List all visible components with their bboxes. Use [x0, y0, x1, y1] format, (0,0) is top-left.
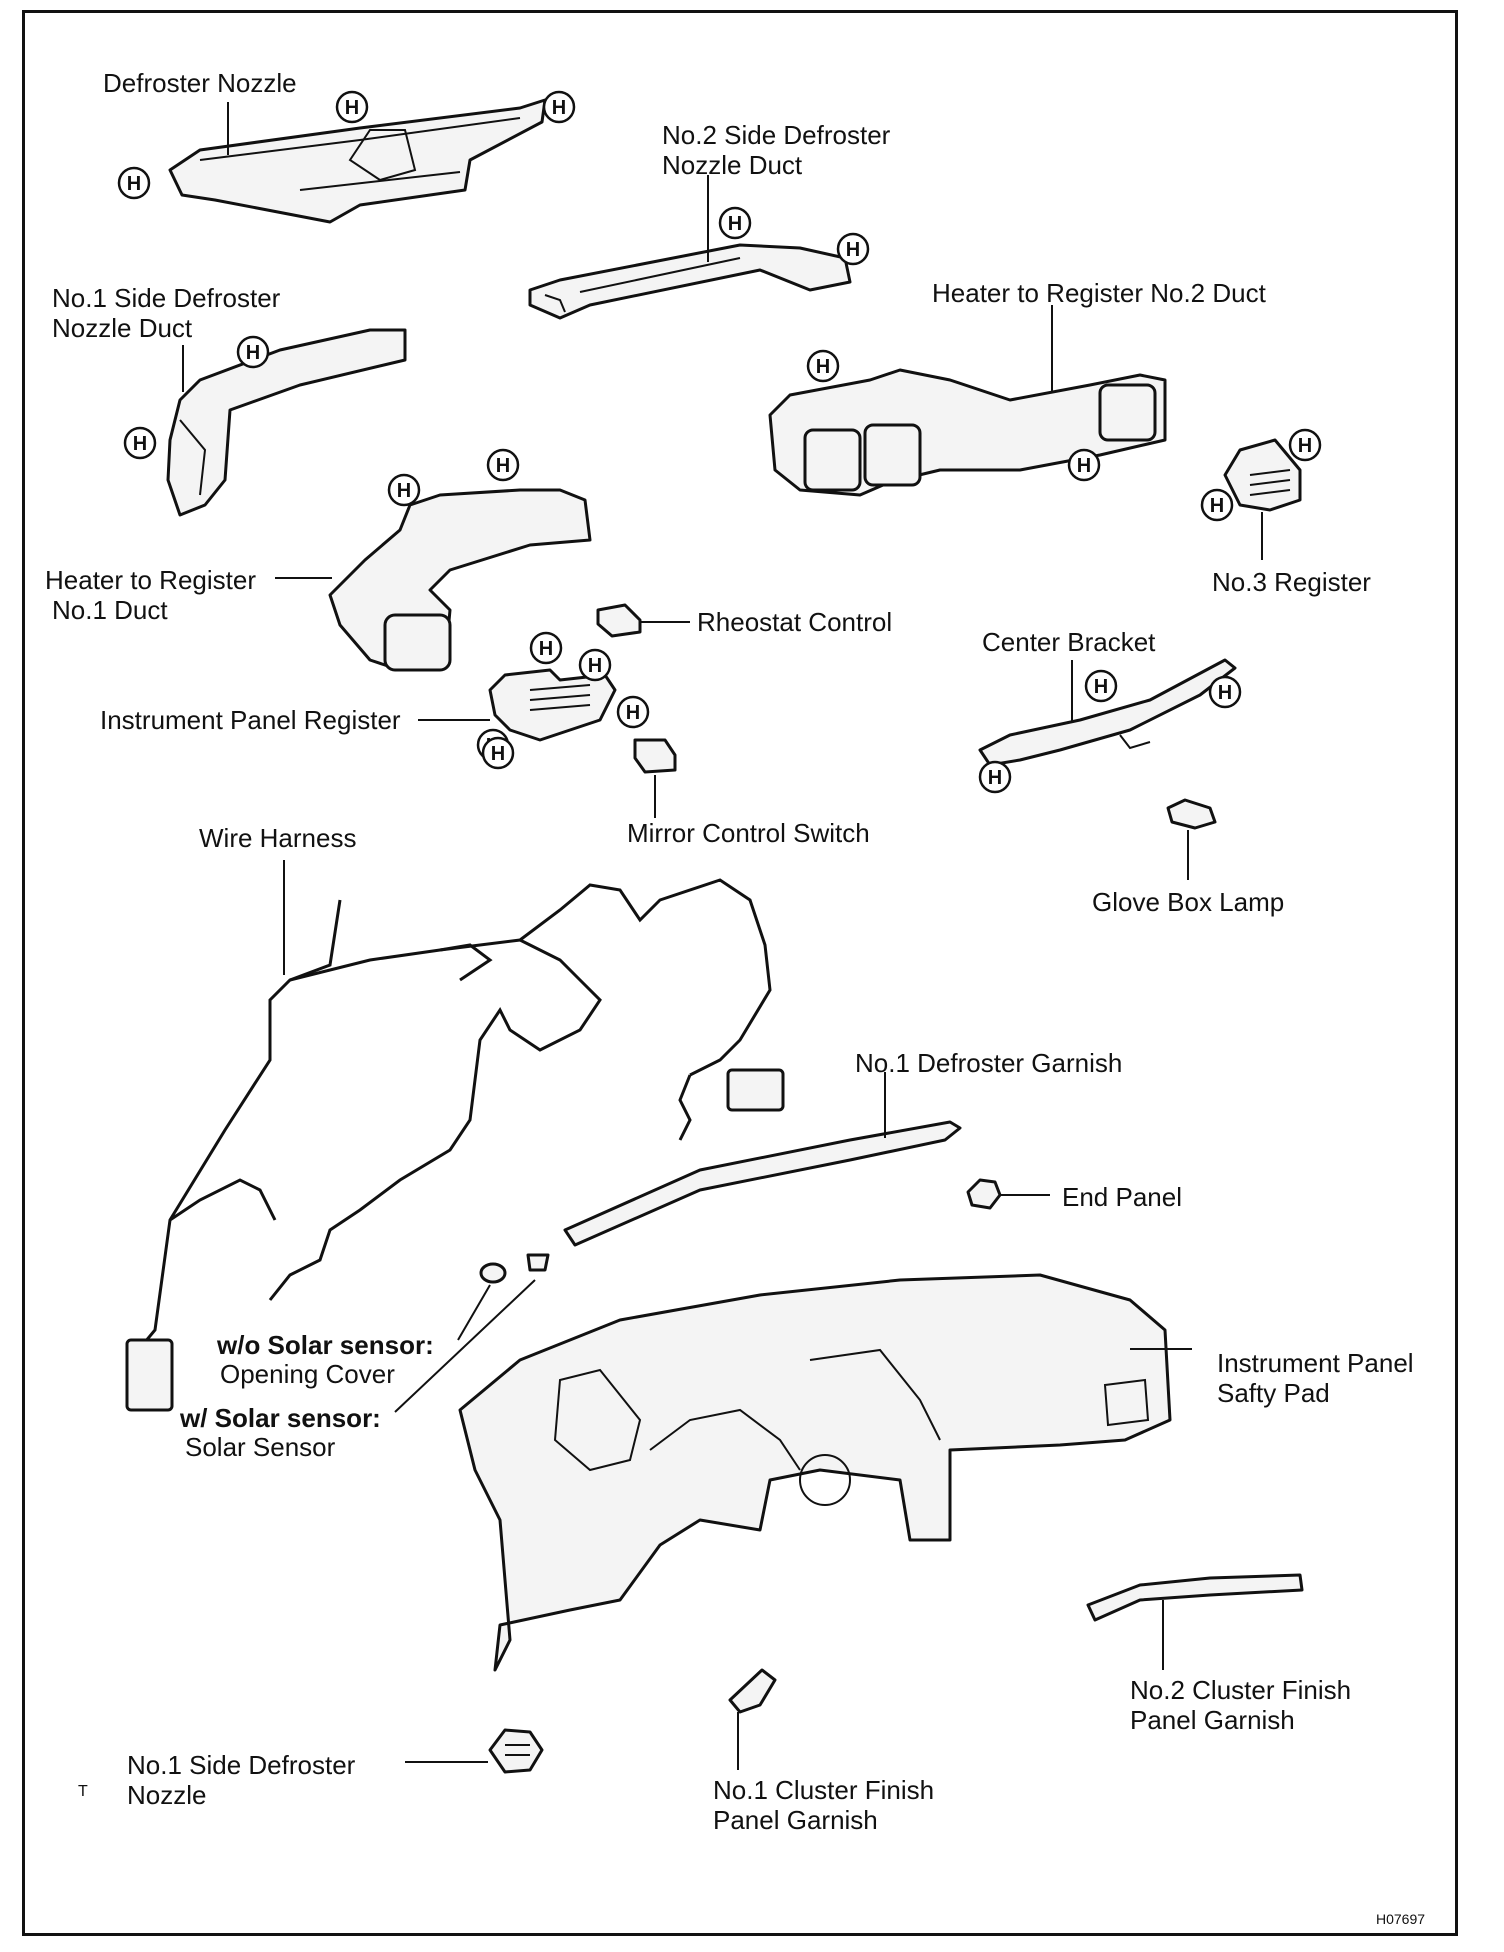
label-w-solar-sensor: w/ Solar sensor:: [180, 1403, 381, 1433]
label-no2-cluster-finish-line2: Panel Garnish: [1130, 1705, 1295, 1735]
svg-text:H: H: [496, 455, 510, 477]
rheostat-control-part: [596, 603, 642, 638]
label-center-bracket: Center Bracket: [982, 627, 1156, 657]
h-marker-icon: H: [1067, 448, 1101, 482]
label-no1-side-defroster-nozzle-line2: Nozzle: [127, 1780, 207, 1810]
label-wire-harness: Wire Harness: [199, 823, 357, 853]
label-no1-cluster-finish-line1: No.1 Cluster Finish: [713, 1775, 935, 1805]
label-wo-solar-sensor: w/o Solar sensor:: [217, 1330, 434, 1360]
h-marker-icon: H: [481, 736, 515, 770]
label-opening-cover: Opening Cover: [220, 1359, 395, 1389]
instrument-panel-register-part: [488, 668, 617, 742]
h-marker-icon: H: [836, 232, 870, 266]
label-safety-pad-line2: Safty Pad: [1217, 1378, 1330, 1408]
label-heater-register-no1-line1: Heater to Register: [45, 565, 256, 595]
label-rheostat-control: Rheostat Control: [697, 607, 893, 637]
h-marker-icon: H: [616, 695, 650, 729]
svg-text:H: H: [1077, 455, 1091, 477]
label-no1-side-defroster-duct-line2: Nozzle Duct: [52, 313, 193, 343]
h-marker-icon: H: [529, 631, 563, 665]
instrument-panel-safety-pad-part: [458, 1273, 1172, 1672]
svg-text:H: H: [1218, 682, 1232, 704]
wire-harness-part: [125, 878, 785, 1412]
label-no1-cluster-finish-line2: Panel Garnish: [713, 1805, 878, 1835]
svg-text:H: H: [1094, 676, 1108, 698]
corner-mark: T: [78, 1783, 88, 1800]
h-marker-icon: H: [123, 426, 157, 460]
label-instrument-panel-register: Instrument Panel Register: [100, 705, 401, 735]
label-mirror-control-switch: Mirror Control Switch: [627, 818, 870, 848]
label-no2-side-defroster-duct-line2: Nozzle Duct: [662, 150, 803, 180]
label-no3-register: No.3 Register: [1212, 567, 1371, 597]
label-end-panel: End Panel: [1062, 1182, 1182, 1212]
diagram-frame: [22, 10, 1458, 1936]
end-panel-part: [966, 1178, 1002, 1210]
no1-side-defroster-duct-part: [166, 328, 407, 517]
svg-text:H: H: [728, 213, 742, 235]
h-marker-icon: H: [1288, 428, 1322, 462]
h-marker-icon: H: [1200, 488, 1234, 522]
no3-register-part: [1223, 438, 1302, 512]
svg-text:H: H: [345, 97, 359, 119]
svg-text:H: H: [846, 239, 860, 261]
label-heater-register-no1-line2: No.1 Duct: [52, 595, 168, 625]
h-marker-icon: H: [1208, 675, 1242, 709]
label-no2-cluster-finish-line1: No.2 Cluster Finish: [1130, 1675, 1352, 1705]
opening-cover-part: [479, 1262, 507, 1284]
defroster-nozzle-part: [168, 98, 547, 224]
svg-text:H: H: [626, 702, 640, 724]
h-marker-icon: H: [335, 90, 369, 124]
h-marker-icon: H: [718, 206, 752, 240]
svg-text:H: H: [127, 173, 141, 195]
label-no1-side-defroster-duct-line1: No.1 Side Defroster: [52, 283, 281, 313]
svg-text:H: H: [588, 655, 602, 677]
no1-defroster-garnish-part: [563, 1120, 962, 1247]
figure-code: H07697: [1376, 1911, 1426, 1927]
mirror-control-switch-part: [633, 738, 677, 774]
label-no1-side-defroster-nozzle-line1: No.1 Side Defroster: [127, 1750, 356, 1780]
no2-side-defroster-duct-part: [528, 243, 852, 320]
label-safety-pad-line1: Instrument Panel: [1217, 1348, 1414, 1378]
svg-text:H: H: [816, 356, 830, 378]
svg-text:H: H: [133, 433, 147, 455]
label-no2-side-defroster-duct-line1: No.2 Side Defroster: [662, 120, 891, 150]
svg-text:H: H: [539, 638, 553, 660]
svg-text:H: H: [1298, 435, 1312, 457]
h-marker-icon: H: [806, 349, 840, 383]
label-solar-sensor: Solar Sensor: [185, 1432, 336, 1462]
no1-cluster-finish-garnish-part: [728, 1668, 777, 1714]
glove-box-lamp-part: [1166, 798, 1217, 830]
label-defroster-nozzle: Defroster Nozzle: [103, 68, 297, 98]
h-marker-icon: H: [387, 473, 421, 507]
h-marker-icon: H: [578, 648, 612, 682]
h-marker-icon: H: [1084, 669, 1118, 703]
no2-cluster-finish-garnish-part: [1086, 1573, 1304, 1622]
leader-line: [457, 1284, 491, 1341]
svg-text:H: H: [491, 743, 505, 765]
h-marker-icon: H: [486, 448, 520, 482]
no1-side-defroster-nozzle-part: [488, 1728, 544, 1774]
leader-line: [394, 1279, 536, 1413]
svg-text:H: H: [246, 342, 260, 364]
svg-text:H: H: [988, 767, 1002, 789]
svg-text:H: H: [552, 97, 566, 119]
solar-sensor-part: [526, 1253, 550, 1272]
heater-register-no2-duct-part: [768, 368, 1167, 497]
svg-text:H: H: [397, 480, 411, 502]
h-marker-icon: H: [117, 166, 151, 200]
label-no1-defroster-garnish: No.1 Defroster Garnish: [855, 1048, 1123, 1078]
svg-text:H: H: [1210, 495, 1224, 517]
h-marker-icon: H: [978, 760, 1012, 794]
h-marker-icon: H: [542, 90, 576, 124]
label-heater-register-no2: Heater to Register No.2 Duct: [932, 278, 1266, 308]
h-marker-icon: H: [236, 335, 270, 369]
label-glove-box-lamp: Glove Box Lamp: [1092, 887, 1285, 917]
heater-register-no1-duct-part: [328, 488, 592, 672]
